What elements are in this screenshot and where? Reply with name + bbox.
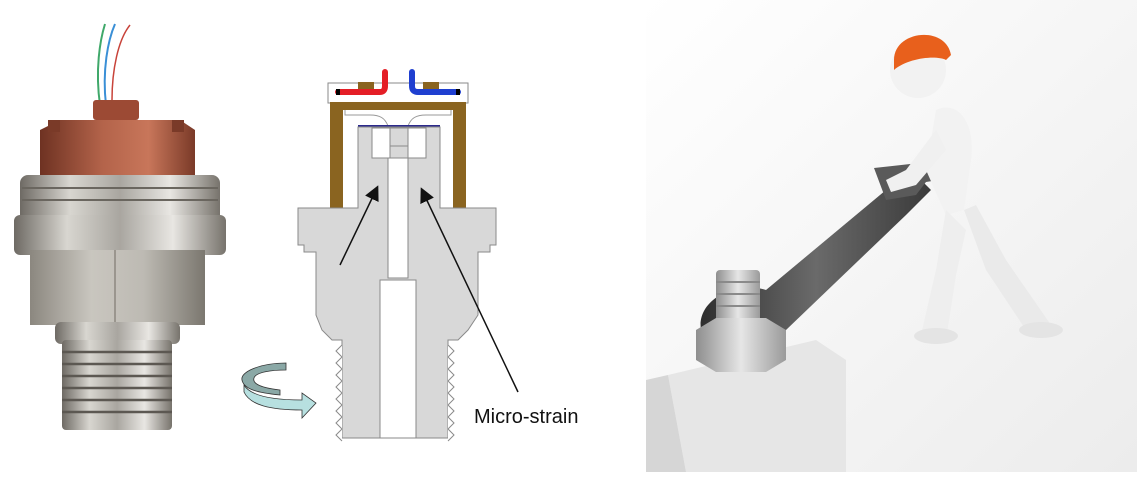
micro-strain-label: Micro-strain bbox=[474, 406, 579, 428]
sensor-photo-graphic bbox=[14, 23, 226, 430]
worker-wrench-illustration bbox=[646, 0, 1137, 489]
pressure-sensor-photo bbox=[0, 0, 240, 489]
sensor-cross-section-diagram: Micro-strain bbox=[230, 0, 640, 489]
cross-section-graphic bbox=[241, 69, 519, 442]
worker-wrench-graphic bbox=[646, 0, 1137, 472]
